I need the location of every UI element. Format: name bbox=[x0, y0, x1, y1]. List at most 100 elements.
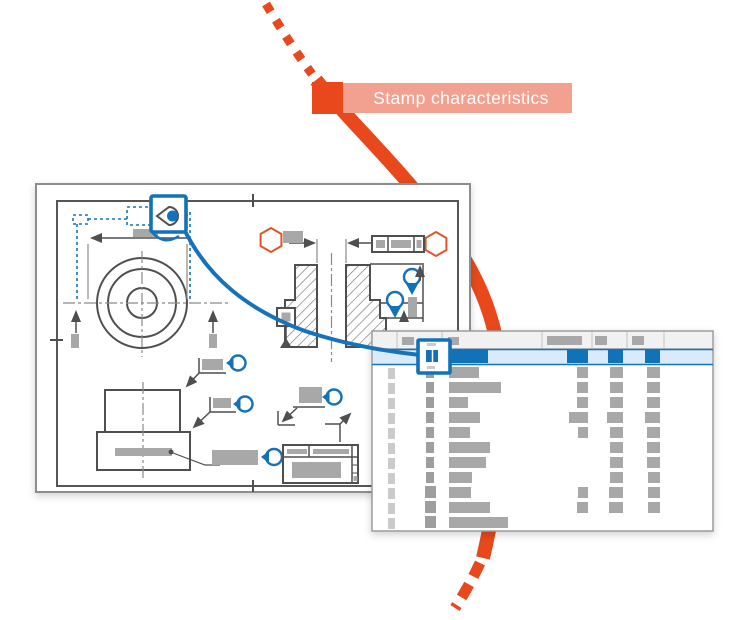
balloon-stamp-icon[interactable] bbox=[233, 395, 254, 413]
row-value-bar bbox=[577, 382, 588, 393]
greeked-label bbox=[115, 448, 172, 456]
row-value-bar bbox=[609, 487, 623, 498]
row-value-bar bbox=[577, 397, 588, 408]
row-value-bar bbox=[569, 412, 588, 423]
row-selector bbox=[388, 428, 395, 439]
row-selector bbox=[388, 488, 395, 499]
row-name-bar bbox=[449, 502, 490, 513]
table-header-bar-value3 bbox=[632, 336, 644, 345]
table-row[interactable] bbox=[388, 486, 660, 499]
row-value-bar bbox=[647, 382, 660, 393]
stamp-link-curve bbox=[182, 228, 421, 357]
row-value-bar bbox=[610, 367, 623, 378]
table-row[interactable] bbox=[388, 412, 660, 424]
banner-title: Stamp characteristics bbox=[373, 88, 549, 108]
row-icon bbox=[426, 472, 434, 483]
row-value-bar bbox=[610, 442, 623, 453]
row-value-bar bbox=[578, 487, 588, 498]
row-selector bbox=[388, 413, 395, 424]
row-value-bar bbox=[647, 397, 660, 408]
balloon-stamp-icon[interactable] bbox=[226, 354, 247, 372]
row-icon bbox=[426, 442, 434, 453]
table-row[interactable] bbox=[388, 397, 660, 409]
row-name-bar bbox=[449, 397, 468, 408]
balloon-stamp-icon[interactable] bbox=[261, 447, 284, 467]
row-icon bbox=[426, 382, 434, 393]
greeked-note-text bbox=[212, 450, 258, 465]
flange-view bbox=[63, 229, 228, 357]
table-row[interactable] bbox=[388, 382, 660, 394]
table-header-bar-value2 bbox=[595, 336, 607, 345]
row-icon bbox=[425, 486, 436, 498]
row-selector bbox=[388, 518, 395, 529]
table-callout[interactable] bbox=[416, 338, 452, 375]
row-value-bar bbox=[610, 457, 623, 468]
row-icon bbox=[426, 427, 434, 438]
row-value-bar bbox=[647, 427, 660, 438]
row-name-bar bbox=[449, 382, 501, 393]
row-name-bar bbox=[449, 487, 471, 498]
stamp-anchor-arc bbox=[151, 231, 180, 242]
row-name-bar bbox=[449, 442, 490, 453]
hexagon-icon bbox=[259, 226, 283, 254]
row-selector bbox=[388, 458, 395, 469]
pin-stamp-icon[interactable] bbox=[402, 267, 422, 295]
table-header-bar-icon bbox=[402, 337, 414, 345]
table-rows-layer bbox=[388, 367, 660, 529]
banner: Stamp characteristics bbox=[312, 82, 572, 114]
stamp-callout[interactable] bbox=[149, 194, 188, 234]
row-value-bar bbox=[648, 472, 660, 483]
row-icon bbox=[425, 501, 436, 513]
row-name-bar bbox=[449, 472, 472, 483]
greeked-cell-hint bbox=[427, 343, 436, 346]
table-header-bar-name bbox=[448, 337, 459, 345]
hexagon-icon bbox=[424, 230, 448, 258]
row-value-bar bbox=[577, 502, 588, 513]
table-row[interactable] bbox=[388, 516, 508, 529]
row-name-bar bbox=[449, 367, 479, 378]
table-row[interactable] bbox=[388, 501, 660, 514]
row-name-bar bbox=[449, 412, 480, 423]
row-value-bar bbox=[567, 350, 588, 363]
row-value-bar bbox=[647, 457, 660, 468]
row-selector bbox=[388, 383, 395, 394]
row-name-bar bbox=[449, 457, 486, 468]
row-value-bar bbox=[647, 442, 660, 453]
row-value-bar bbox=[607, 412, 623, 423]
row-value-bar bbox=[578, 427, 588, 438]
row-value-bar bbox=[647, 367, 660, 378]
row-selector bbox=[388, 473, 395, 484]
table-row[interactable] bbox=[388, 427, 660, 439]
balloon-stamp-icon-highlighted[interactable] bbox=[155, 205, 179, 227]
pin-stamp-icon[interactable] bbox=[385, 290, 405, 318]
row-value-bar bbox=[577, 367, 588, 378]
row-value-bar bbox=[648, 502, 660, 513]
annotation-group bbox=[212, 387, 352, 467]
table-row[interactable] bbox=[388, 472, 660, 484]
greeked-dimension-text bbox=[283, 231, 303, 243]
row-icon bbox=[426, 457, 434, 468]
banner-marker-square bbox=[312, 82, 343, 114]
row-icon bbox=[426, 412, 434, 423]
table-row[interactable] bbox=[388, 442, 660, 454]
feature-control-frame bbox=[371, 235, 425, 253]
row-value-bar bbox=[645, 350, 660, 363]
greeked-label bbox=[209, 334, 217, 348]
row-name-bar bbox=[449, 517, 508, 528]
balloon-stamp-icon[interactable] bbox=[322, 388, 343, 406]
row-selector bbox=[388, 398, 395, 409]
row-value-bar bbox=[610, 382, 623, 393]
table-header-bar-value1 bbox=[547, 336, 582, 345]
greeked-label bbox=[71, 334, 79, 348]
row-value-bar bbox=[609, 502, 623, 513]
row-value-bar bbox=[610, 472, 623, 483]
table-row[interactable] bbox=[388, 457, 660, 469]
greeked-label bbox=[408, 297, 417, 317]
greeked-dimension-text bbox=[133, 229, 158, 237]
row-value-bar bbox=[610, 397, 623, 408]
row-name-bar bbox=[448, 350, 488, 363]
flow-curve-top-dashes bbox=[262, 1, 316, 77]
greeked-label bbox=[299, 387, 322, 403]
